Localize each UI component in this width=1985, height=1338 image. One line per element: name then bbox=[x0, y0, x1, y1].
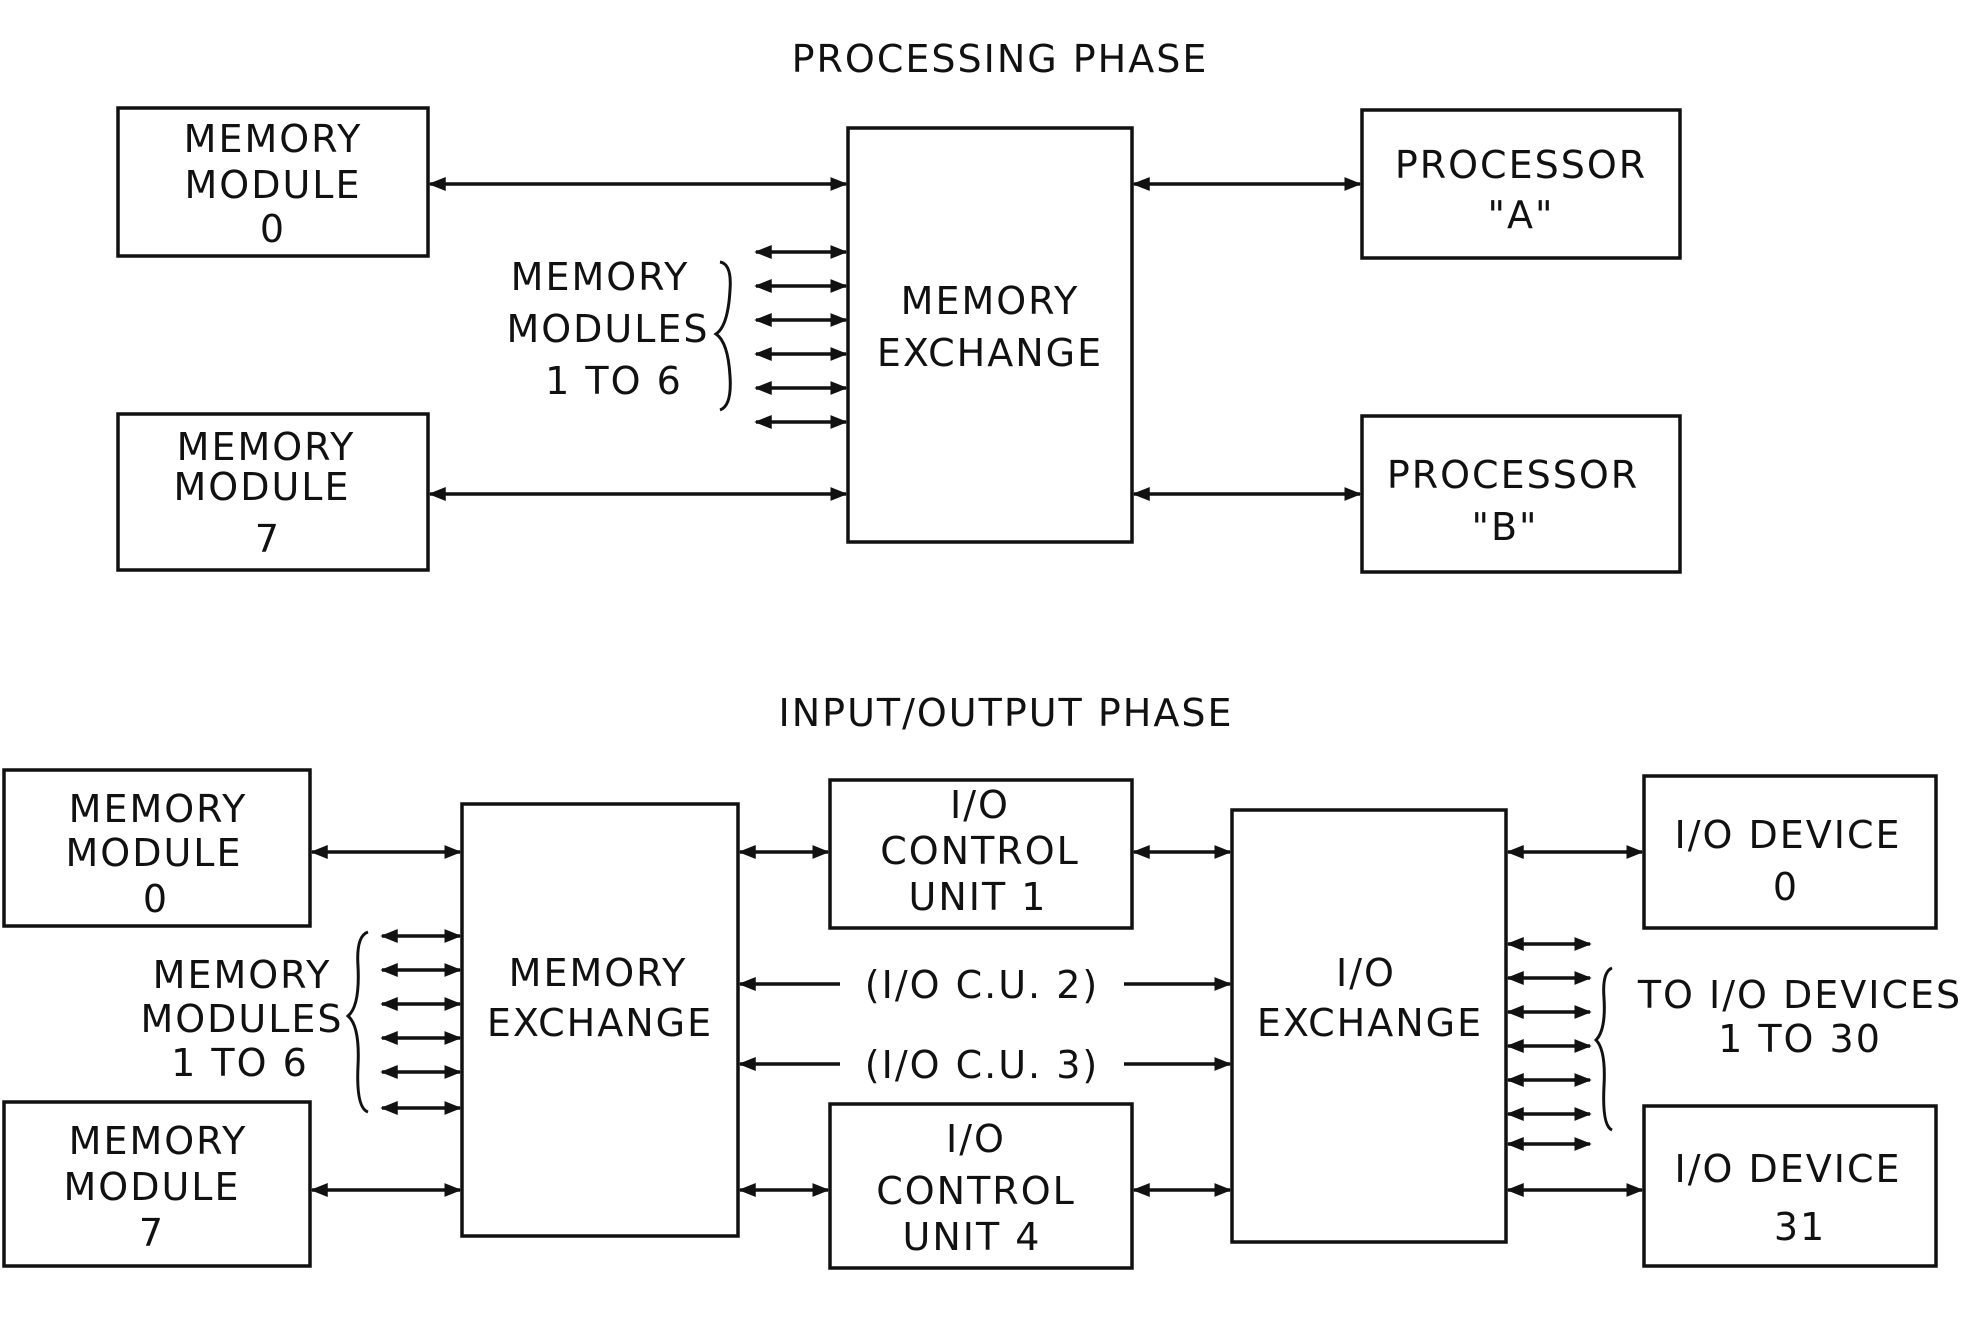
pp-mmg-line-2: MODULES bbox=[506, 307, 709, 351]
io-mm7-line-3: 7 bbox=[139, 1211, 165, 1255]
pp-mm7-line-3: 7 bbox=[255, 517, 281, 561]
io-devices-group: TO I/O DEVICES 1 TO 30 bbox=[1593, 966, 1962, 1132]
processing-phase-section: PROCESSING PHASE MEMORY MODULE 0 MEMORY … bbox=[116, 37, 1682, 574]
pp-pa-line-1: PROCESSOR bbox=[1395, 143, 1647, 187]
io-cu4-line-2: CONTROL bbox=[876, 1169, 1076, 1213]
pp-mm7-line-2: MODULE bbox=[174, 465, 351, 509]
io-ix-line-2: EXCHANGE bbox=[1257, 1001, 1483, 1045]
pp-processor-a: PROCESSOR "A" bbox=[1360, 108, 1682, 260]
io-mx-line-2: EXCHANGE bbox=[487, 1001, 713, 1045]
io-dg-line-2: 1 TO 30 bbox=[1718, 1017, 1882, 1061]
io-mm7-line-1: MEMORY bbox=[69, 1119, 248, 1163]
io-dev0-line-1: I/O DEVICE bbox=[1674, 813, 1901, 857]
io-dev31-line-2: 31 bbox=[1774, 1205, 1826, 1249]
pp-mx-line-1: MEMORY bbox=[901, 279, 1080, 323]
io-device-31: I/O DEVICE 31 bbox=[1642, 1104, 1938, 1268]
pp-memory-module-7: MEMORY MODULE 7 bbox=[116, 412, 430, 572]
io-dg-line-1: TO I/O DEVICES bbox=[1637, 973, 1962, 1017]
pp-mm0-line-1: MEMORY bbox=[184, 117, 363, 161]
io-mm0-line-1: MEMORY bbox=[69, 787, 248, 831]
pp-mmg-line-3: 1 TO 6 bbox=[545, 359, 683, 403]
io-mm7-line-2: MODULE bbox=[64, 1165, 241, 1209]
processing-phase-title: PROCESSING PHASE bbox=[792, 37, 1209, 81]
io-mx-line-1: MEMORY bbox=[509, 951, 688, 995]
io-cu4-line-1: I/O bbox=[946, 1117, 1006, 1161]
io-brace bbox=[345, 930, 369, 1114]
io-mmg-line-1: MEMORY bbox=[153, 953, 332, 997]
io-cu4-line-3: UNIT 4 bbox=[903, 1215, 1042, 1259]
io-dev31-line-1: I/O DEVICE bbox=[1674, 1147, 1901, 1191]
pp-brace bbox=[713, 260, 732, 412]
pp-pa-line-2: "A" bbox=[1488, 193, 1555, 237]
io-phase-title: INPUT/OUTPUT PHASE bbox=[779, 691, 1234, 735]
io-exchange: I/O EXCHANGE bbox=[1230, 808, 1508, 1244]
io-control-unit-1: I/O CONTROL UNIT 1 bbox=[828, 778, 1134, 930]
pp-mmg-line-1: MEMORY bbox=[511, 255, 690, 299]
pp-mm7-line-1: MEMORY bbox=[177, 425, 356, 469]
io-dev-brace bbox=[1593, 966, 1613, 1132]
io-mm0-line-2: MODULE bbox=[66, 831, 243, 875]
pp-processor-b: PROCESSOR "B" bbox=[1360, 414, 1682, 574]
io-mmg-line-2: MODULES bbox=[140, 997, 343, 1041]
io-memory-modules-group: MEMORY MODULES 1 TO 6 bbox=[140, 930, 369, 1114]
pp-pb-line-1: PROCESSOR bbox=[1387, 453, 1639, 497]
io-memory-exchange: MEMORY EXCHANGE bbox=[460, 802, 740, 1238]
pp-memory-modules-group: MEMORY MODULES 1 TO 6 bbox=[506, 255, 732, 412]
pp-mx-line-2: EXCHANGE bbox=[877, 331, 1103, 375]
pp-memory-module-0: MEMORY MODULE 0 bbox=[116, 106, 430, 258]
io-memory-module-7: MEMORY MODULE 7 bbox=[2, 1100, 312, 1268]
pp-pb-line-2: "B" bbox=[1471, 505, 1538, 549]
io-cu3-label: (I/O C.U. 3) bbox=[865, 1043, 1099, 1087]
io-control-unit-4: I/O CONTROL UNIT 4 bbox=[828, 1102, 1134, 1270]
io-cu2-label: (I/O C.U. 2) bbox=[865, 963, 1099, 1007]
io-cu1-line-2: CONTROL bbox=[880, 829, 1080, 873]
pp-mm0-line-2: MODULE bbox=[185, 163, 362, 207]
io-mmg-line-3: 1 TO 6 bbox=[171, 1041, 309, 1085]
io-cu1-line-1: I/O bbox=[950, 783, 1010, 827]
io-ix-line-1: I/O bbox=[1336, 951, 1396, 995]
io-memory-module-0: MEMORY MODULE 0 bbox=[2, 768, 312, 928]
io-mm0-line-3: 0 bbox=[143, 877, 169, 921]
io-cu1-line-3: UNIT 1 bbox=[909, 875, 1048, 919]
pp-mm0-line-3: 0 bbox=[260, 207, 286, 251]
pp-memory-exchange: MEMORY EXCHANGE bbox=[846, 126, 1134, 544]
io-phase-section: INPUT/OUTPUT PHASE MEMORY MODULE 0 MEMOR… bbox=[2, 691, 1962, 1270]
io-device-0: I/O DEVICE 0 bbox=[1642, 774, 1938, 930]
io-dev0-line-2: 0 bbox=[1773, 865, 1799, 909]
